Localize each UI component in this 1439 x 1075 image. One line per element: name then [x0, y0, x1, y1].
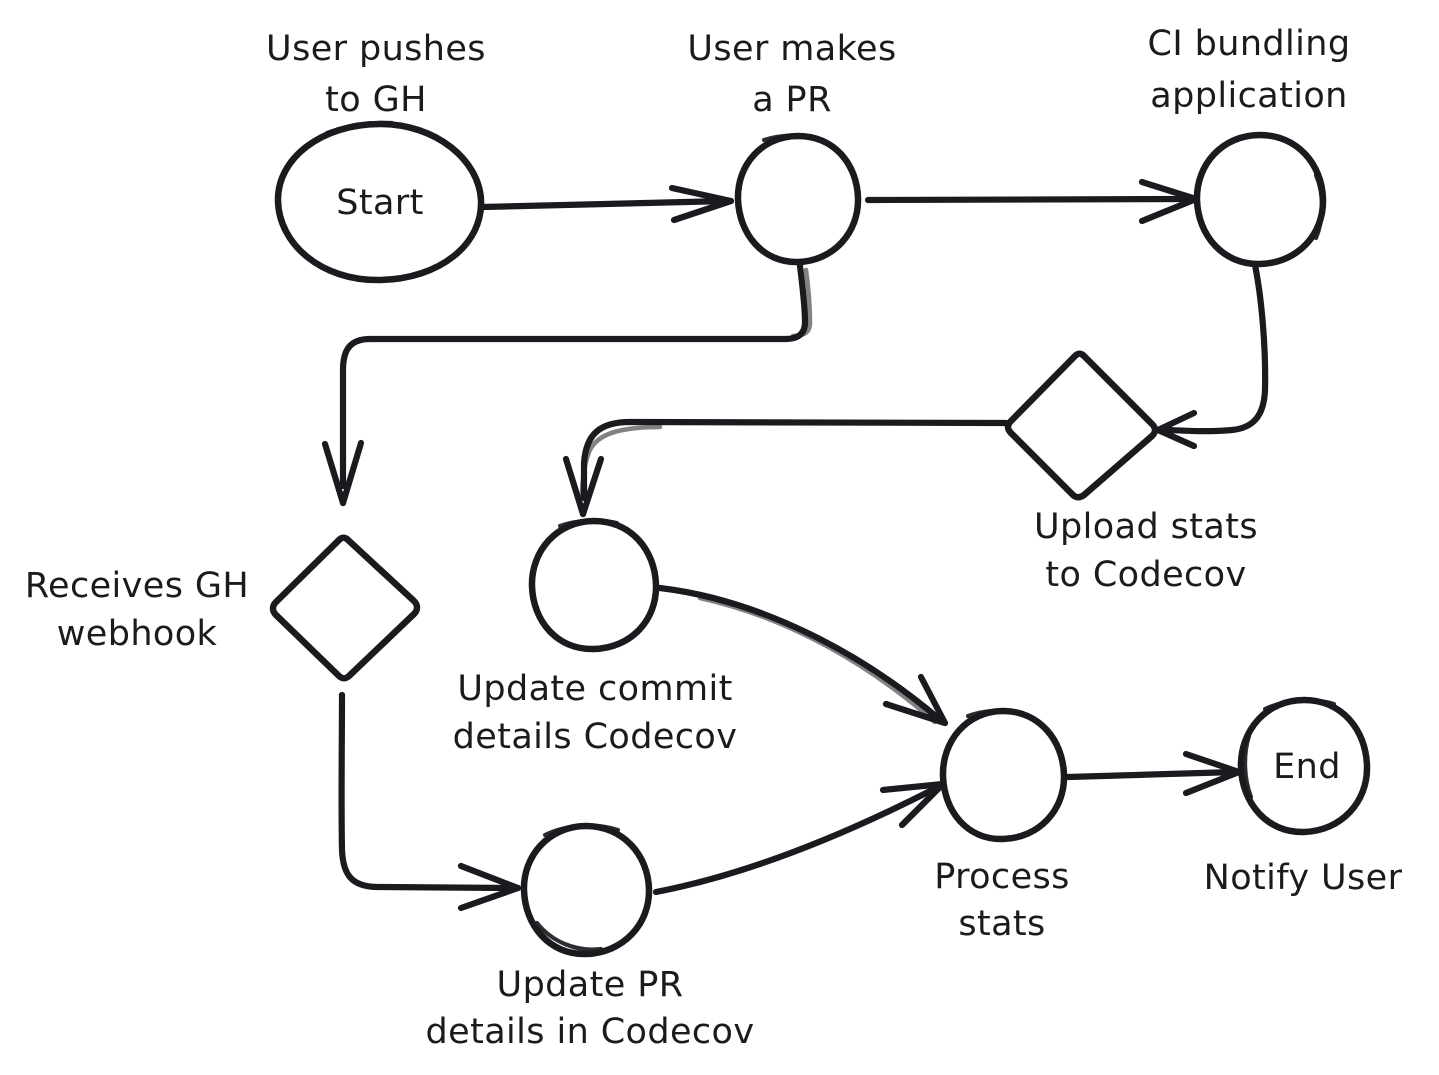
edge-start-to-pr-line — [478, 197, 731, 211]
process-label-line2: stats — [958, 904, 1045, 944]
node-updatepr[interactable] — [520, 822, 653, 958]
upload-label-line2: to Codecov — [1045, 555, 1246, 595]
upload-label-line1: Upload stats — [1034, 507, 1258, 547]
commit-circle-overstroke — [557, 518, 620, 529]
ci-circle-overstroke — [1313, 172, 1325, 241]
node-start-label: User pushes to GH — [266, 29, 486, 120]
updatepr-label-line2: details in Codecov — [426, 1012, 755, 1052]
updatepr-circle-shape — [520, 822, 653, 958]
start-label-line1: User pushes — [266, 29, 486, 69]
process-circle-shape — [939, 707, 1068, 843]
node-upload-label: Upload stats to Codecov — [1034, 507, 1258, 595]
node-end-label: Notify User — [1204, 858, 1403, 898]
ci-circle-shape — [1193, 131, 1327, 268]
node-commit[interactable] — [528, 517, 660, 653]
updatepr-circle-overstroke-top — [542, 823, 621, 838]
node-webhook-label: Receives GH webhook — [25, 566, 249, 654]
commit-circle-shape — [528, 517, 660, 653]
node-end[interactable]: End — [1237, 696, 1371, 836]
end-circle-overstroke-top — [1262, 698, 1337, 712]
start-ellipse-shape — [274, 120, 485, 284]
node-start-inner-text: Start — [336, 183, 424, 223]
pr-label-line1: User makes — [687, 29, 896, 69]
commit-label-line2: details Codecov — [453, 717, 738, 757]
edge-pr-to-ci-arrowhead-lower — [1138, 195, 1200, 225]
edge-updatepr-to-process-arrowhead-upper — [879, 780, 947, 794]
edge-commit-to-process-line — [656, 584, 942, 722]
edge-pr-to-webhook — [321, 262, 813, 507]
node-upload[interactable] — [1004, 350, 1159, 501]
node-pr[interactable] — [734, 132, 862, 266]
edge-webhook-to-updatepr — [338, 691, 522, 912]
edge-upload-to-commit — [562, 418, 1010, 518]
pr-circle-overstroke — [761, 133, 821, 143]
edge-process-to-end — [1064, 750, 1243, 797]
edge-process-to-end-arrowhead-lower — [1182, 768, 1243, 797]
webhook-diamond-shape — [269, 534, 421, 682]
ci-label-line2: application — [1150, 76, 1347, 116]
node-process-label: Process stats — [934, 857, 1070, 944]
upload-diamond-shape — [1004, 350, 1159, 501]
edge-updatepr-to-process — [652, 780, 947, 896]
edge-start-to-pr-arrowhead-lower — [670, 197, 735, 224]
edge-ci-to-upload-arrowhead-upper — [1154, 409, 1198, 434]
node-commit-label: Update commit details Codecov — [453, 669, 738, 757]
edge-updatepr-to-process-line — [652, 783, 942, 896]
edge-webhook-to-updatepr-arrowhead-lower — [457, 884, 522, 912]
node-start[interactable]: Start — [274, 120, 485, 284]
process-circle-overstroke — [965, 708, 1026, 719]
node-webhook[interactable] — [269, 534, 421, 682]
pr-label-line2: a PR — [752, 80, 832, 120]
node-ci-label: CI bundling application — [1148, 24, 1351, 116]
updatepr-circle-overstroke-bottom — [534, 920, 604, 952]
end-label-line1: Notify User — [1204, 858, 1403, 898]
edge-process-to-end-arrowhead-upper — [1182, 750, 1243, 776]
edge-ci-to-upload-arrowhead-lower — [1154, 426, 1198, 450]
edge-ci-to-upload-line — [1164, 261, 1269, 435]
edge-upload-to-commit-arrowhead-left — [562, 455, 587, 518]
edge-pr-to-webhook-line — [339, 262, 809, 490]
edge-pr-to-webhook-arrowhead-right — [339, 439, 365, 507]
commit-label-line1: Update commit — [457, 669, 732, 709]
edge-ci-to-upload — [1154, 261, 1269, 450]
process-label-line1: Process — [934, 857, 1070, 897]
pr-circle-shape — [734, 132, 862, 266]
ci-label-line1: CI bundling — [1148, 24, 1351, 64]
edge-pr-to-ci-line — [864, 195, 1197, 204]
updatepr-label-line1: Update PR — [497, 965, 684, 1005]
edge-upload-to-commit-line — [580, 418, 1010, 502]
edge-pr-to-webhook-sketch — [790, 267, 813, 339]
start-label-line2: to GH — [325, 80, 427, 120]
edge-pr-to-ci — [864, 178, 1200, 225]
edge-process-to-end-line — [1064, 768, 1239, 781]
edge-commit-to-process-arrowhead-lower — [882, 700, 949, 727]
edge-pr-to-ci-arrowhead-upper — [1138, 178, 1200, 203]
edge-commit-to-process-arrowhead-upper — [917, 673, 949, 727]
node-ci[interactable] — [1193, 131, 1327, 268]
edge-webhook-to-updatepr-arrowhead-upper — [457, 862, 522, 892]
node-process[interactable] — [939, 707, 1068, 843]
edge-upload-to-commit-arrowhead-right — [579, 455, 605, 518]
end-circle-overstroke-left — [1243, 733, 1254, 800]
node-end-inner-text: End — [1273, 747, 1341, 787]
edge-start-to-pr — [478, 184, 735, 224]
edge-start-to-pr-arrowhead-upper — [668, 184, 735, 205]
edge-webhook-to-updatepr-line — [338, 691, 517, 892]
edge-upload-to-commit-sketch — [579, 424, 663, 502]
webhook-label-line1: Receives GH — [25, 566, 249, 606]
edge-commit-to-process — [656, 584, 949, 727]
edge-updatepr-to-process-arrowhead-lower — [898, 780, 947, 829]
node-updatepr-label: Update PR details in Codecov — [426, 965, 755, 1052]
node-pr-label: User makes a PR — [687, 29, 896, 120]
start-ellipse-overstroke — [324, 120, 395, 136]
webhook-label-line2: webhook — [57, 614, 218, 654]
edge-commit-to-process-sketch — [697, 595, 938, 725]
edge-pr-to-webhook-arrowhead-left — [321, 440, 347, 507]
